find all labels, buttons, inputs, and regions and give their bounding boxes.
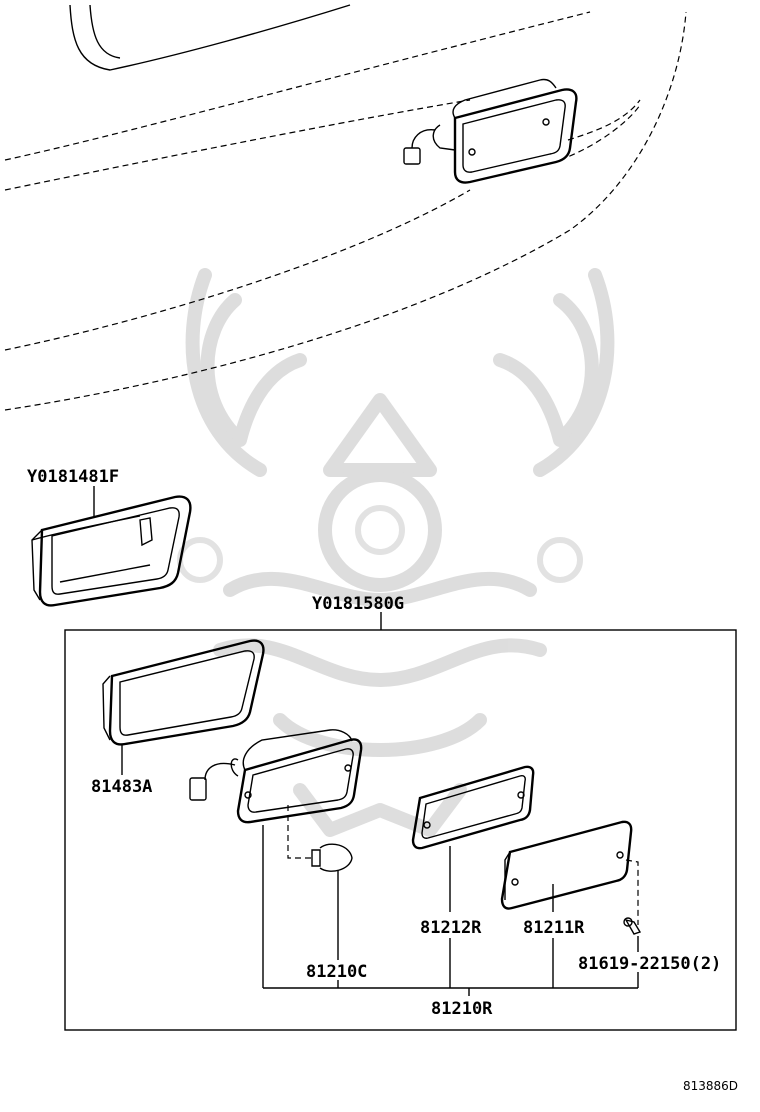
- label-lamp-assy: 81210R: [431, 999, 493, 1019]
- label-assy-left: Y0181481F: [27, 467, 119, 487]
- assembly-box: [64, 629, 737, 1031]
- gasket-assembly-left-illustration: [31, 495, 192, 607]
- label-lens: 81211R: [523, 918, 585, 938]
- label-gasket: 81483A: [91, 777, 152, 797]
- lamp-housing-illustration: [189, 729, 363, 824]
- label-screw: 81619-22150(2): [578, 954, 721, 974]
- bulb-illustration: [287, 805, 353, 872]
- label-bulb: 81210C: [306, 962, 367, 982]
- assembly-bracket-lines: [262, 825, 639, 996]
- label-assy-right: Y0181580G: [312, 594, 404, 614]
- lens-illustration: [500, 820, 633, 910]
- screw-illustration: [623, 859, 642, 935]
- gasket-illustration: [102, 639, 265, 746]
- installed-lamp-illustration: [403, 78, 578, 184]
- lens-gasket-illustration: [411, 765, 535, 850]
- label-lens-gasket: 81212R: [420, 918, 482, 938]
- vehicle-body-outline: [4, 4, 687, 411]
- watermark-logo: [177, 268, 615, 837]
- diagram-id: 813886D: [683, 1079, 738, 1093]
